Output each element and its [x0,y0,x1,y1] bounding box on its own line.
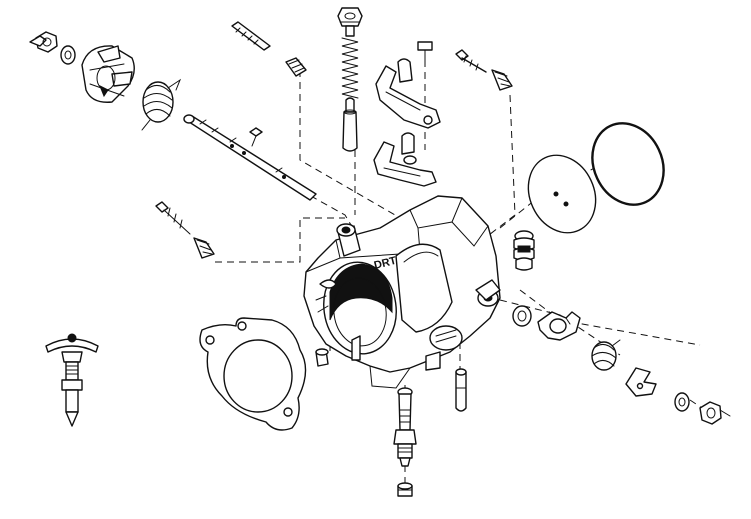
float-needle-valve [46,334,98,426]
pump-lever [538,312,580,340]
throttle-cam-assembly [30,32,180,130]
body-marking: DRT [373,255,398,272]
shaft-washer [61,46,75,64]
fuel-inlet-port [337,224,360,256]
throttle-cam [82,46,134,102]
return-spring [142,80,180,130]
leader-top-screw [300,70,395,215]
leader-throttle-shaft [300,190,360,240]
main-jet-assembly [394,388,416,466]
float-bowl-screw [316,349,328,366]
pump-discharge-pin [456,369,466,411]
bracket-screw [418,42,432,60]
leader-right-screw [485,95,515,238]
drain-screw [398,483,412,496]
throttle-shaft [184,115,316,200]
air-cleaner-gasket [200,318,306,430]
shaft-screw [250,128,262,146]
diaphragm [516,144,608,244]
leader-diaphragm [500,165,600,228]
accelerator-pump-boot [514,231,534,270]
o-ring-gasket [579,112,676,217]
lever-spring [592,340,620,370]
idle-speed-screw-right [456,50,512,90]
logo-badge [430,326,462,350]
lever-washer-small [675,393,689,411]
accelerator-pump-rod [338,8,362,151]
idle-adjust-screw-left [156,202,214,258]
leader-idle-screw [215,218,345,262]
pump-linkage-parts [513,306,730,424]
pump-lever-bracket-lower [374,133,436,186]
carburetor-body: DRT [304,196,500,388]
side-pump-fitting [476,280,500,306]
pump-spring [342,38,358,98]
lever-cam-plate [626,368,656,396]
shaft-nut [30,32,57,52]
pump-lever-bracket-upper [376,59,440,128]
idle-mixture-screw-top [232,22,306,76]
lever-washer [513,306,531,326]
pump-rod-cap-nut [338,8,362,26]
lever-nut [700,402,730,424]
